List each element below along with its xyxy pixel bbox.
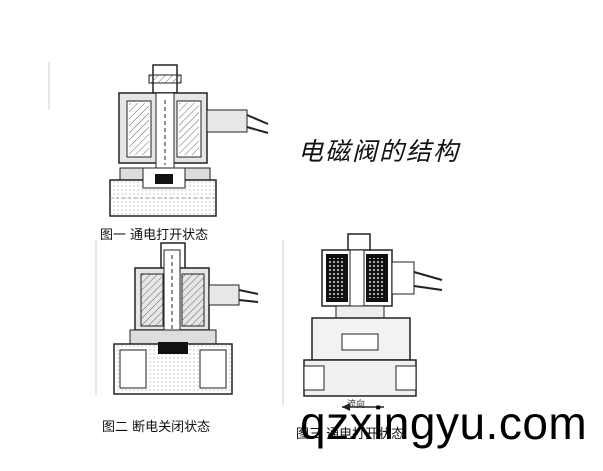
flow-direction-label: 流向 (347, 400, 366, 410)
watermark-text: qzxingyu.com (300, 397, 588, 449)
page-title: 电磁阀的结构 (298, 137, 461, 166)
valve-figure-1 (109, 64, 269, 217)
figure-2-caption: 图二 断电关闭状态 (102, 420, 211, 435)
figure-1-caption: 图一 通电打开状态 (100, 228, 209, 243)
valve-figure-3 (303, 233, 443, 411)
figure-3-caption: 图三 通电打开状态 (296, 427, 405, 442)
valve-figure-2 (113, 242, 259, 395)
